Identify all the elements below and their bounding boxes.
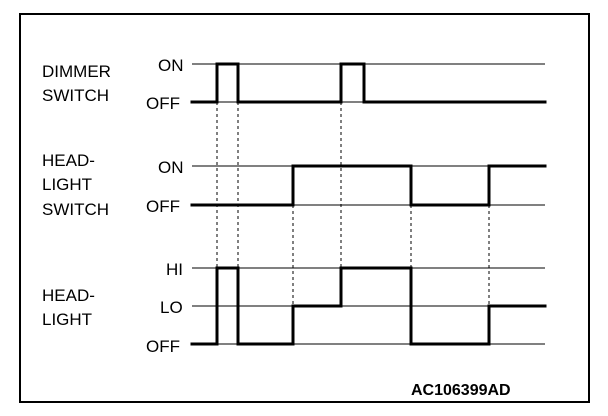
transition-guides [216,102,490,306]
dimmer-signal-waveform [190,62,547,104]
headlight-level-off: OFF [146,337,180,356]
headlight-title-line-1: HEAD- [42,286,95,305]
row-headlight: HEAD- LIGHT HI LO OFF [42,260,547,356]
headlight-switch-signal-waveform [190,164,547,207]
headlight-switch-level-on: ON [158,158,184,177]
diagram-frame [19,13,590,403]
headlight-level-lo: LO [160,298,183,317]
headlight-title-line-2: LIGHT [42,310,92,329]
headlight-signal-waveform [190,266,547,346]
dimmer-title-line-2: SWITCH [42,86,109,105]
row-headlight-switch: HEAD- LIGHT SWITCH ON OFF [42,151,547,219]
headlight-switch-title-line-3: SWITCH [42,200,109,219]
row-dimmer-switch: DIMMER SWITCH ON OFF [42,56,547,113]
dimmer-level-off: OFF [146,94,180,113]
dimmer-level-on: ON [158,56,184,75]
dimmer-title-line-1: DIMMER [42,62,111,81]
headlight-switch-level-off: OFF [146,197,180,216]
diagram-code: AC106399AD [411,382,511,399]
headlight-level-hi: HI [166,260,183,279]
headlight-switch-title-line-1: HEAD- [42,151,95,170]
headlight-switch-title-line-2: LIGHT [42,175,92,194]
